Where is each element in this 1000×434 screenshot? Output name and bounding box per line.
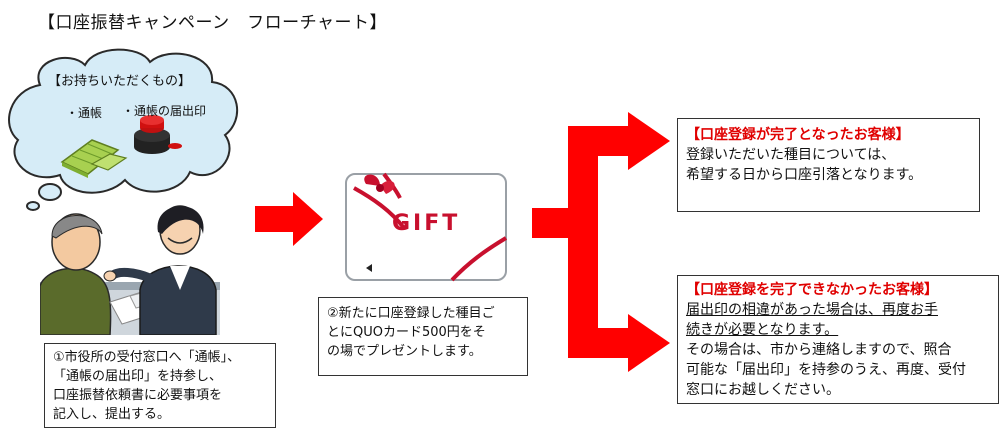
cloud-item-passbook: ・通帳 bbox=[66, 106, 103, 120]
step2-line: ②新たに口座登録した種目ご bbox=[327, 306, 495, 321]
result-completed-heading: 【口座登録が完了となったお客様】 bbox=[686, 127, 910, 143]
seal-icon bbox=[134, 115, 182, 154]
page-title: 【口座振替キャンペーン フローチャート】 bbox=[38, 13, 387, 33]
step1-box: ①市役所の受付窓口へ「通帳」、 「通帳の届出印」を持参し、 口座振替依頼書に必要… bbox=[44, 343, 276, 428]
result-failed-line: 窓口にお越しください。 bbox=[686, 382, 840, 398]
step1-line: 記入し、提出する。 bbox=[53, 407, 171, 422]
gift-card-label: GIFT bbox=[392, 211, 461, 236]
thought-cloud bbox=[8, 48, 239, 211]
result-completed-line: 希望する日から口座引落となります。 bbox=[686, 167, 923, 183]
result-failed-box: 【口座登録を完了できなかったお客様】 届出印の相違があった場合は、再度お手 続き… bbox=[677, 275, 999, 404]
step1-line: 口座振替依頼書に必要事項を bbox=[53, 388, 223, 403]
arrow-right-icon bbox=[255, 192, 323, 246]
step1-line: 「通帳の届出印」を持参し、 bbox=[53, 369, 223, 384]
result-failed-underlined-line: 続きが必要となります。 bbox=[686, 322, 839, 338]
step1-line: ①市役所の受付窓口へ「通帳」、 bbox=[53, 350, 241, 365]
passbook-icon bbox=[60, 139, 128, 178]
result-failed-underlined-line: 届出印の相違があった場合は、再度お手 bbox=[686, 302, 938, 318]
counter-scene-illustration bbox=[40, 205, 220, 335]
cloud-heading: 【お持ちいただくもの】 bbox=[48, 74, 192, 89]
result-failed-line: 可能な「届出印」を持参のうえ、再度、受付 bbox=[686, 362, 966, 378]
step2-line: の場でプレゼントします。 bbox=[327, 344, 482, 359]
branch-arrow-icon bbox=[532, 112, 670, 372]
step2-line: とにQUOカード500円をそ bbox=[327, 325, 486, 340]
result-completed-line: 登録いただいた種目については、 bbox=[686, 147, 896, 163]
step2-box: ②新たに口座登録した種目ご とにQUOカード500円をそ の場でプレゼントします… bbox=[318, 297, 528, 376]
result-failed-line: その場合は、市から連絡しますので、照合 bbox=[686, 342, 952, 358]
cloud-item-seal: ・通帳の届出印 bbox=[122, 104, 207, 118]
result-failed-heading: 【口座登録を完了できなかったお客様】 bbox=[686, 282, 938, 298]
result-completed-box: 【口座登録が完了となったお客様】 登録いただいた種目については、 希望する日から… bbox=[677, 118, 980, 212]
gift-card-illustration bbox=[345, 172, 508, 282]
